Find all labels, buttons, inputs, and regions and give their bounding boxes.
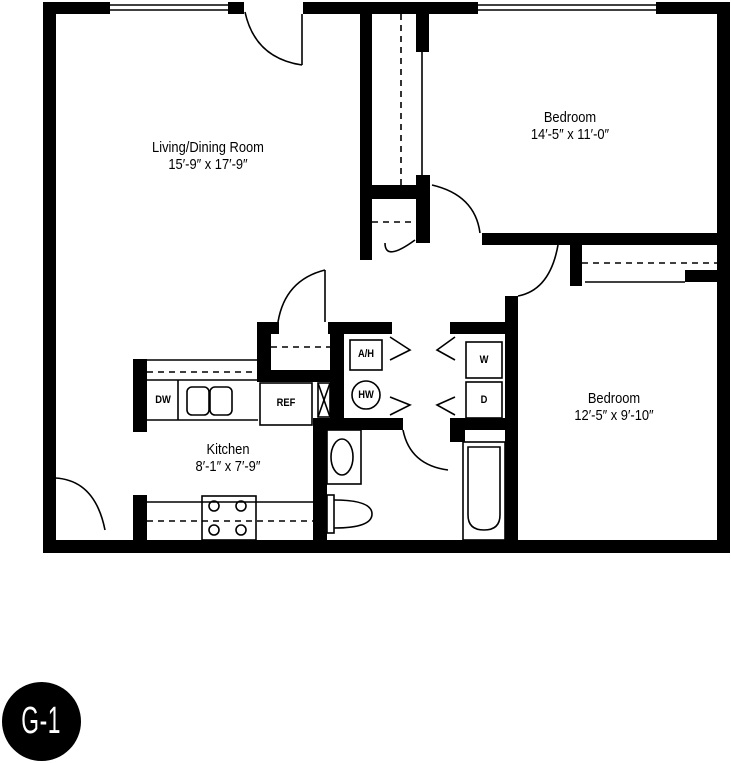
room-name: Bedroom [543, 109, 597, 126]
room-dimensions: 8′-1″ x 7′-9″ [195, 458, 261, 475]
unit-code: G-1 [21, 700, 62, 742]
fixture-refrigerator: REF [276, 397, 296, 409]
fixture-air-handler: A/H [357, 348, 375, 360]
room-name: Kitchen [206, 441, 250, 458]
fixture-washer: W [479, 354, 489, 366]
room-label-bedroom-1: Bedroom 14′-5″ x 11′-0″ [484, 109, 656, 143]
walls [43, 2, 730, 553]
room-label-living-dining: Living/Dining Room 15′-9″ x 17′-9″ [122, 139, 294, 173]
fixture-water-heater: HW [358, 389, 374, 401]
room-label-kitchen: Kitchen 8′-1″ x 7′-9″ [142, 441, 314, 475]
room-dimensions: 14′-5″ x 11′-0″ [530, 126, 610, 143]
fixtures-lines [54, 4, 717, 550]
room-name: Living/Dining Room [152, 139, 264, 156]
fixture-dryer: D [480, 394, 488, 406]
room-dimensions: 15′-9″ x 17′-9″ [168, 156, 248, 173]
room-dimensions: 12′-5″ x 9′-10″ [574, 407, 654, 424]
room-label-bedroom-2: Bedroom 12′-5″ x 9′-10″ [528, 390, 700, 424]
room-name: Bedroom [587, 390, 641, 407]
fixture-dishwasher: DW [155, 394, 171, 406]
unit-code-badge: G-1 [2, 682, 81, 761]
